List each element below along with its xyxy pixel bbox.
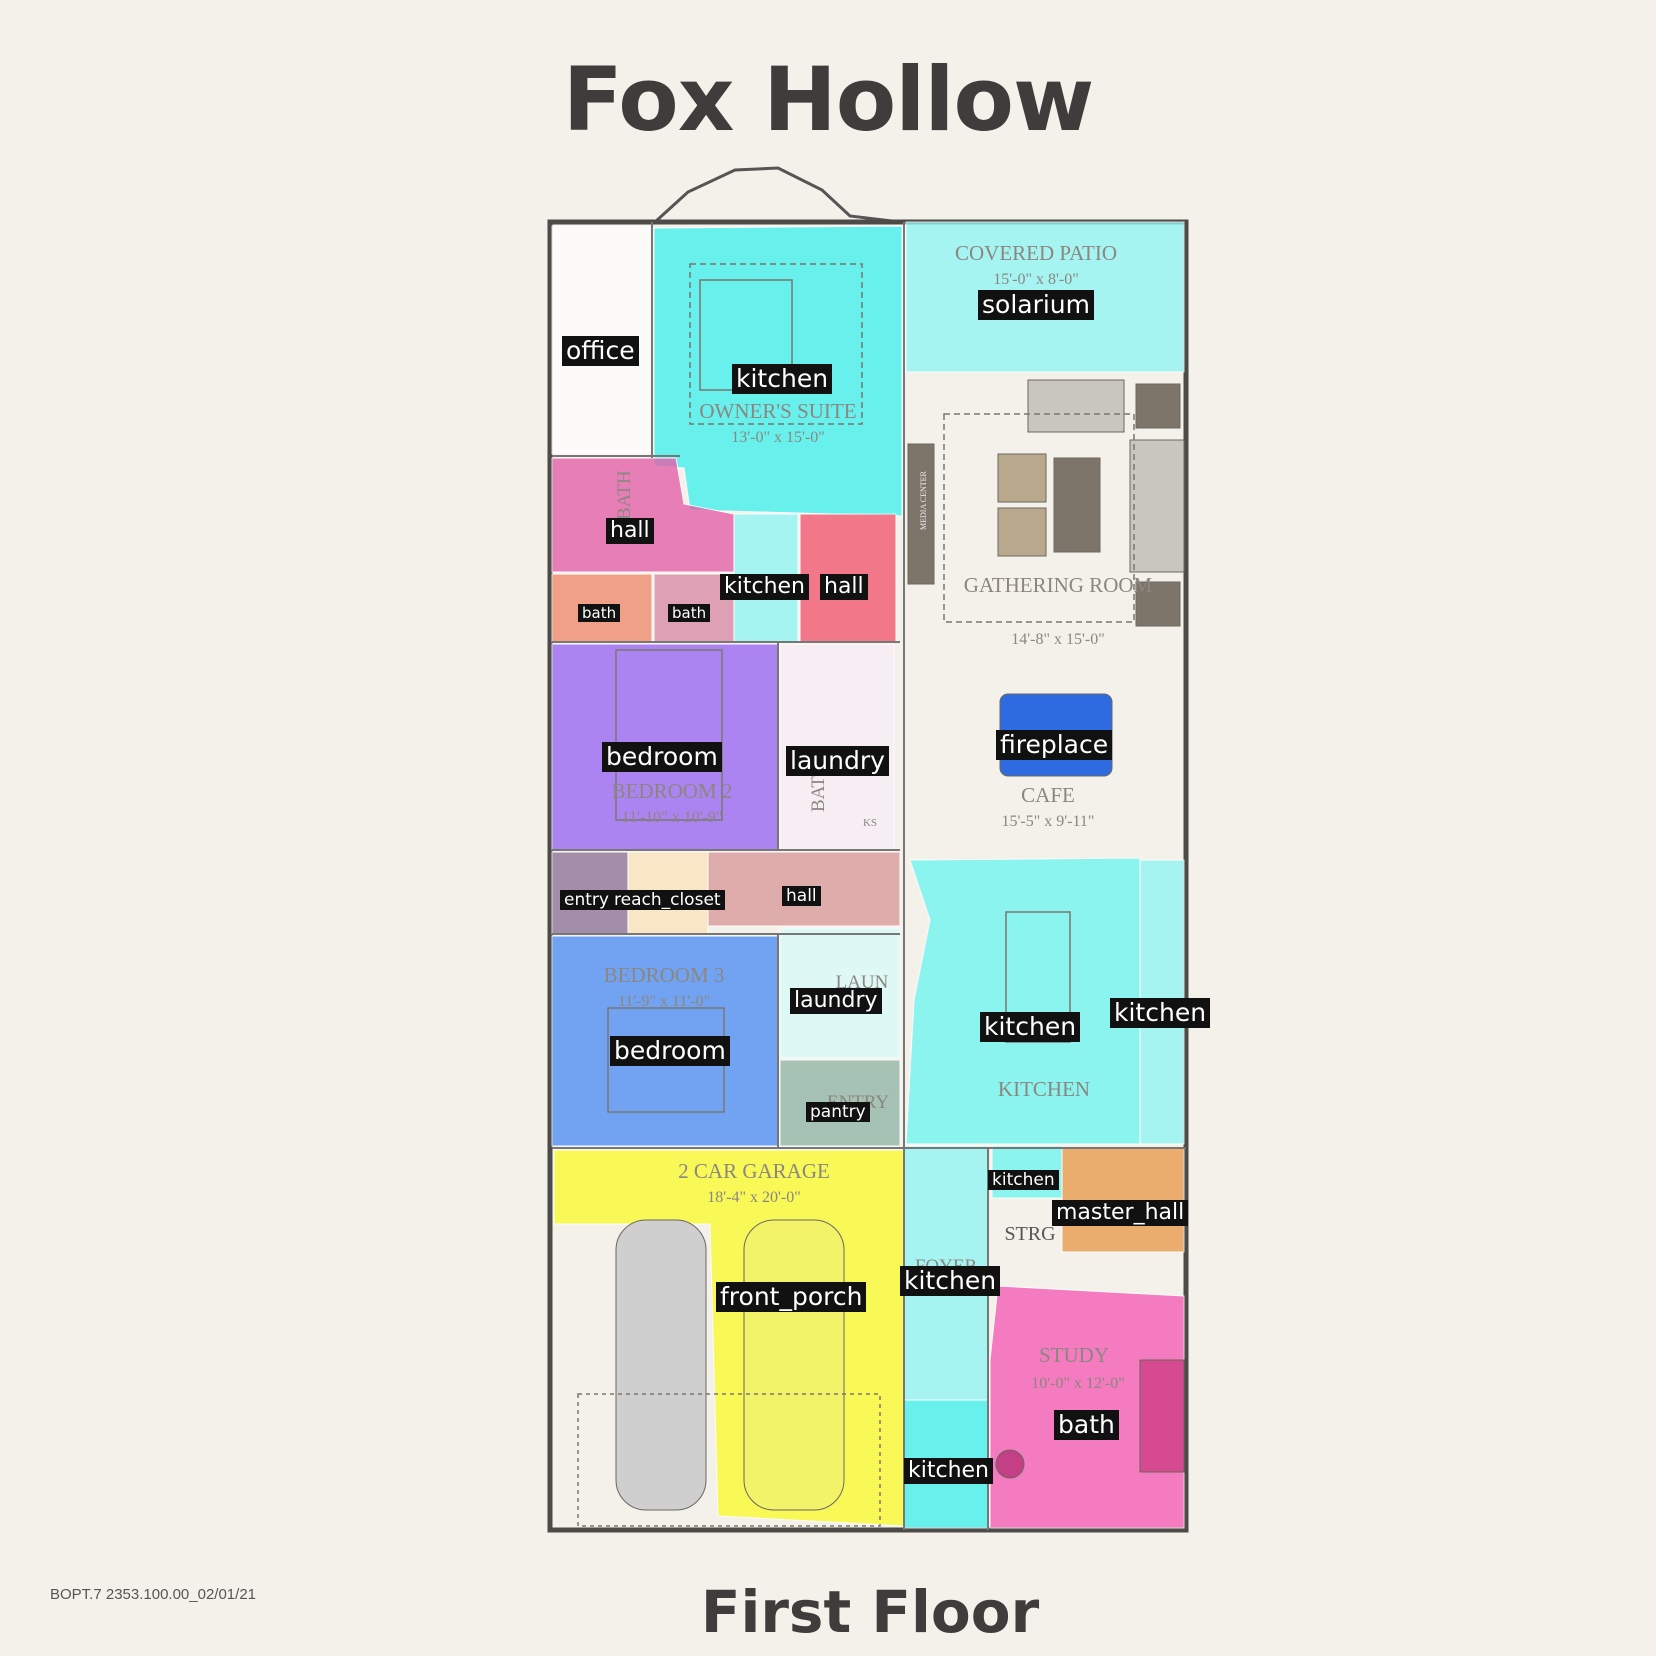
floor-title: First Floor <box>700 1578 1040 1646</box>
room-study <box>989 1285 1185 1529</box>
print-cafe: CAFE <box>1021 783 1075 807</box>
label-entry: entry <box>560 890 613 911</box>
label-master-hall: master_hall <box>1052 1200 1189 1227</box>
print-laun: LAUN <box>836 972 889 993</box>
print-garage: 2 CAR GARAGE <box>678 1159 830 1183</box>
print-ks: KS <box>863 817 877 829</box>
label-laundry-top: laundry <box>786 746 889 776</box>
label-bedroom-blue: bedroom <box>610 1036 730 1066</box>
label-bedroom-purple: bedroom <box>602 742 722 772</box>
label-hall-mid: hall <box>782 886 821 907</box>
label-fireplace: fireplace <box>996 730 1113 760</box>
print-gathering-room: GATHERING ROOM <box>964 573 1153 597</box>
print-bedroom3-dim: 11'-9" x 11'-0" <box>618 993 710 1010</box>
room-garage <box>553 1149 905 1527</box>
print-covered-patio-dim: 15'-0" x 8'-0" <box>993 271 1078 288</box>
print-bedroom2: BEDROOM 2 <box>612 779 733 803</box>
label-kitchen-bottom: kitchen <box>904 1458 993 1485</box>
label-kitchen-small: kitchen <box>988 1170 1059 1191</box>
label-front-porch: front_porch <box>716 1282 867 1312</box>
print-garage-dim: 18'-4" x 20'-0" <box>707 1189 800 1206</box>
bay-window <box>653 166 901 224</box>
label-hall-red: hall <box>820 574 868 601</box>
print-media-center: MEDIA CENTER <box>919 470 928 530</box>
label-kitchen-foyer: kitchen <box>900 1266 1001 1296</box>
print-bedroom3: BEDROOM 3 <box>604 963 725 987</box>
print-bedroom2-dim: 11'-10" x 10'-9" <box>622 809 723 826</box>
label-laundry-mid: laundry <box>790 988 882 1015</box>
print-owners-suite-dim: 13'-0" x 15'-0" <box>731 429 824 446</box>
print-bath: BATH <box>614 470 635 520</box>
print-covered-patio: COVERED PATIO <box>955 241 1117 265</box>
label-kitchen-closet: kitchen <box>720 574 809 601</box>
exterior-wall <box>547 219 1189 1533</box>
label-bath-tub: bath <box>578 604 621 622</box>
print-study: STUDY <box>1039 1343 1109 1367</box>
label-kitchen-owner: kitchen <box>732 364 833 394</box>
print-owners-suite: OWNER'S SUITE <box>699 399 856 423</box>
print-gathering-room-dim: 14'-8" x 15'-0" <box>1011 631 1104 648</box>
label-kitchen-main: kitchen <box>980 1012 1081 1042</box>
print-study-dim: 10'-0" x 12'-0" <box>1031 1375 1124 1392</box>
label-bath-study: bath <box>1054 1410 1119 1440</box>
label-bath-small: bath <box>668 604 711 622</box>
label-pantry: pantry <box>806 1102 870 1123</box>
print-cafe-dim: 15'-5" x 9'-11" <box>1002 813 1095 830</box>
room-kitchen <box>905 857 1141 1145</box>
label-kitchen-right: kitchen <box>1110 998 1211 1028</box>
plan-code: BOPT.7 2353.100.00_02/01/21 <box>50 1586 257 1603</box>
page-title: Fox Hollow <box>562 48 1095 151</box>
label-hall-bath: hall <box>606 518 654 545</box>
print-kitchen: KITCHEN <box>998 1077 1090 1101</box>
label-solarium: solarium <box>978 290 1095 320</box>
label-reach-closet: reach_closet <box>610 890 725 911</box>
print-strg: STRG <box>1004 1223 1055 1245</box>
label-office: office <box>562 336 639 366</box>
